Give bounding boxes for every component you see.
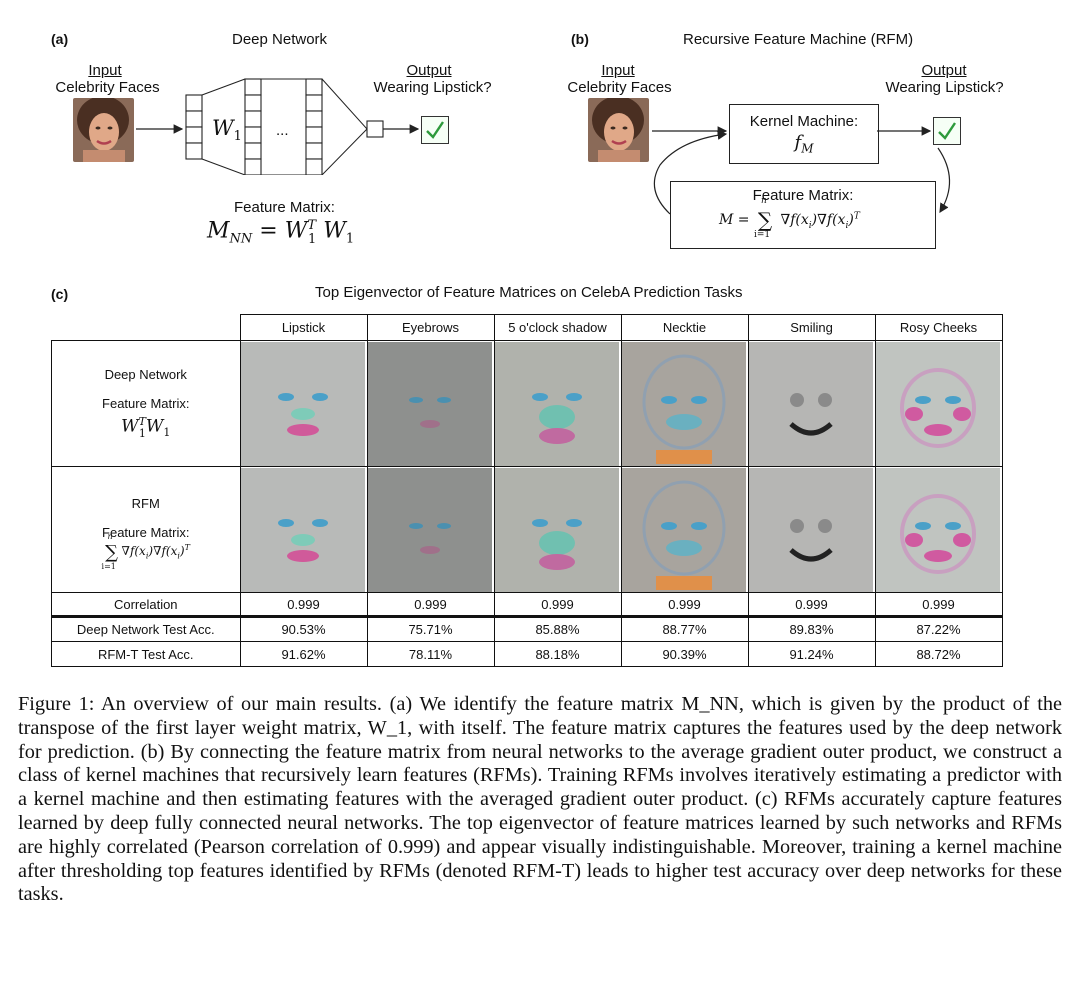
eigvec-image <box>748 467 873 592</box>
metric-value: 88.72% <box>874 641 1003 667</box>
metric-value: 90.39% <box>620 641 749 667</box>
metric-row-rfm-acc: RFM-T Test Acc. 91.62% 78.11% 88.18% 90.… <box>51 641 1003 667</box>
metric-value: 85.88% <box>493 615 622 642</box>
metric-value: 87.22% <box>874 615 1003 642</box>
row-feature-label: Feature Matrix: <box>102 396 190 412</box>
metric-value: 88.77% <box>620 615 749 642</box>
eigvec-image <box>240 467 365 592</box>
panel-b-output-desc: Wearing Lipstick? <box>885 79 1004 96</box>
network-diagram <box>136 78 420 175</box>
row-name: RFM <box>131 496 160 511</box>
metric-value: 0.999 <box>874 592 1003 617</box>
panel-a-feature-eq: MNN = WT1 W1 <box>207 218 355 247</box>
metric-label: Correlation <box>51 592 241 617</box>
kernel-label: Kernel Machine: <box>749 113 859 130</box>
eigvec-cell <box>620 466 749 593</box>
metric-value: 91.62% <box>239 641 368 667</box>
check-icon-b <box>933 117 961 145</box>
panel-a-title: Deep Network <box>232 31 328 48</box>
metric-value: 89.83% <box>747 615 876 642</box>
col-header: 5 o'clock shadow <box>493 314 622 341</box>
panel-a-output-heading: Output <box>406 62 452 79</box>
col-header: Necktie <box>620 314 749 341</box>
eigvec-image <box>367 467 492 592</box>
panel-c-tag: (c) <box>51 286 69 302</box>
eigvec-cell <box>874 340 1003 467</box>
row-feature-label: Feature Matrix: <box>102 525 190 540</box>
col-header: Rosy Cheeks <box>874 314 1003 341</box>
eigvec-cell <box>747 466 876 593</box>
metric-value: 88.18% <box>493 641 622 667</box>
metric-row-deep-acc: Deep Network Test Acc. 90.53% 75.71% 85.… <box>51 615 1003 642</box>
check-icon-a <box>421 116 449 144</box>
hidden-ellipsis: ... <box>276 122 289 139</box>
eigvec-image <box>240 341 365 466</box>
metric-value: 0.999 <box>493 592 622 617</box>
eigvec-image <box>367 341 492 466</box>
rfm-feature-label: Feature Matrix: <box>752 187 854 204</box>
metric-value: 0.999 <box>747 592 876 617</box>
eigvec-image <box>875 341 1000 466</box>
panel-a-input-desc: Celebrity Faces <box>55 79 160 96</box>
metric-label: RFM-T Test Acc. <box>51 641 241 667</box>
col-header: Eyebrows <box>366 314 495 341</box>
eigvec-cell <box>620 340 749 467</box>
eigvec-cell <box>747 340 876 467</box>
panel-a-tag: (a) <box>51 31 69 47</box>
eigvec-cell <box>366 466 495 593</box>
kernel-symbol: fM <box>794 132 814 156</box>
rfm-arrows <box>652 126 951 215</box>
corner-cell <box>51 314 241 341</box>
panel-a-feature-label: Feature Matrix: <box>234 199 335 216</box>
metric-value: 0.999 <box>366 592 495 617</box>
eigvec-cell <box>493 466 622 593</box>
metric-value: 91.24% <box>747 641 876 667</box>
col-header: Lipstick <box>239 314 368 341</box>
metric-value: 75.71% <box>366 615 495 642</box>
eigvec-image <box>875 467 1000 592</box>
metric-value: 0.999 <box>239 592 368 617</box>
results-table: Lipstick Eyebrows 5 o'clock shadow Neckt… <box>51 314 1003 667</box>
eigvec-image <box>494 467 619 592</box>
eigvec-image <box>494 341 619 466</box>
panel-b-input-desc: Celebrity Faces <box>567 79 672 96</box>
face-photo-a <box>73 98 134 162</box>
panel-b-title: Recursive Feature Machine (RFM) <box>683 31 914 48</box>
caption-text: An overview of our main results. (a) We … <box>18 693 1063 906</box>
eigvec-image <box>748 341 873 466</box>
metric-row-correlation: Correlation 0.999 0.999 0.999 0.999 0.99… <box>51 592 1003 617</box>
panel-a-output-desc: Wearing Lipstick? <box>373 79 492 96</box>
eigvec-cell <box>366 340 495 467</box>
metric-label: Deep Network Test Acc. <box>51 615 241 642</box>
panel-b-input-heading: Input <box>601 62 635 79</box>
eigvec-cell <box>874 466 1003 593</box>
row-label-deep: Deep Network Feature Matrix: WT1W1 <box>51 340 241 467</box>
eigvec-image <box>621 341 746 466</box>
row-eq-deep: WT1W1 <box>121 415 171 440</box>
metric-value: 90.53% <box>239 615 368 642</box>
eigvec-cell <box>493 340 622 467</box>
metric-value: 0.999 <box>620 592 749 617</box>
panel-b-output-heading: Output <box>921 62 967 79</box>
eigvec-image <box>621 467 746 592</box>
panel-a-input-heading: Input <box>88 62 122 79</box>
panel-b-tag: (b) <box>571 31 589 47</box>
eigvec-cell <box>239 466 368 593</box>
metric-value: 78.11% <box>366 641 495 667</box>
kernel-machine-box: Kernel Machine: fM <box>729 104 879 164</box>
figure-caption: Figure 1: An overview of our main result… <box>18 693 1062 907</box>
weight-label: W1 <box>212 116 242 145</box>
panel-c-title: Top Eigenvector of Feature Matrices on C… <box>315 284 743 301</box>
row-name: Deep Network <box>104 367 187 383</box>
face-photo-b <box>588 98 649 162</box>
col-header: Smiling <box>747 314 876 341</box>
eigvec-cell <box>239 340 368 467</box>
caption-label: Figure 1: <box>18 693 95 715</box>
